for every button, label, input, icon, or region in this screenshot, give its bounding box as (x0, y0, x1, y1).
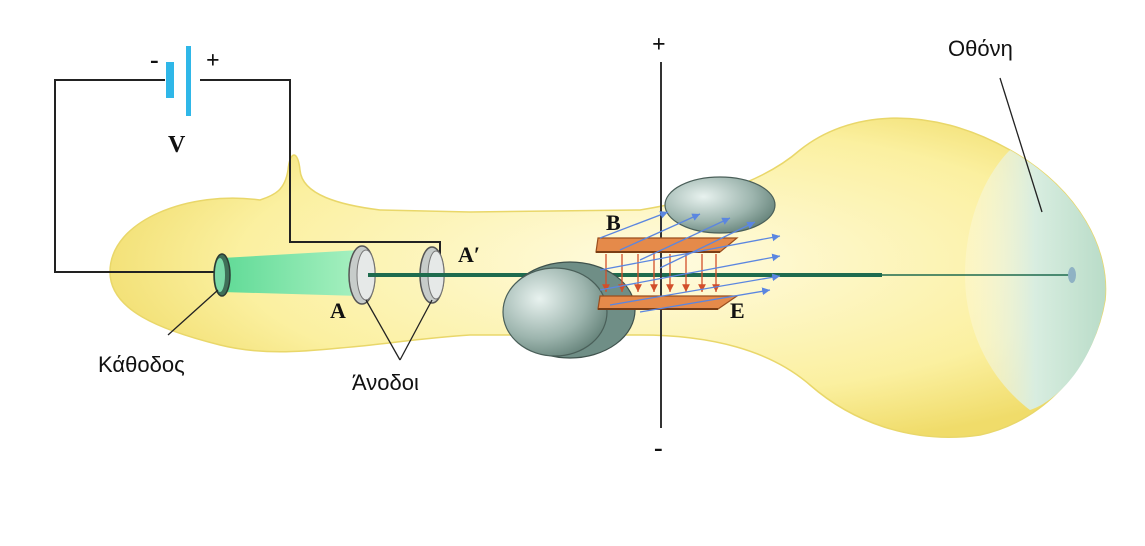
fluorescent-screen (965, 150, 1106, 410)
anode-a-label: A (330, 298, 346, 323)
anodes-label: Άνοδοι (352, 370, 419, 395)
battery-icon (166, 46, 191, 116)
label-leaders (167, 77, 1043, 361)
voltage-label: V (168, 132, 186, 158)
screen-spot (1068, 267, 1076, 283)
plate-bottom-sign: - (654, 433, 663, 462)
rear-coil-icon (664, 176, 776, 234)
screen-label: Οθόνη (948, 36, 1013, 61)
battery-minus-label: - (150, 45, 159, 74)
anode-a-prime-label: A′ (458, 242, 480, 267)
upper-plate (595, 237, 739, 253)
anode-a-icon (348, 245, 376, 305)
cathode-glow (222, 250, 360, 296)
magnetic-field-arrows (599, 211, 781, 313)
electric-field-label: E (730, 298, 745, 323)
battery-plus-label: + (206, 48, 220, 74)
plate-top-sign: + (652, 32, 666, 58)
magnetic-field-label: B (606, 210, 621, 235)
circuit-wires (54, 79, 441, 273)
cathode-label: Κάθοδος (98, 352, 185, 377)
cathode-icon (213, 253, 231, 297)
